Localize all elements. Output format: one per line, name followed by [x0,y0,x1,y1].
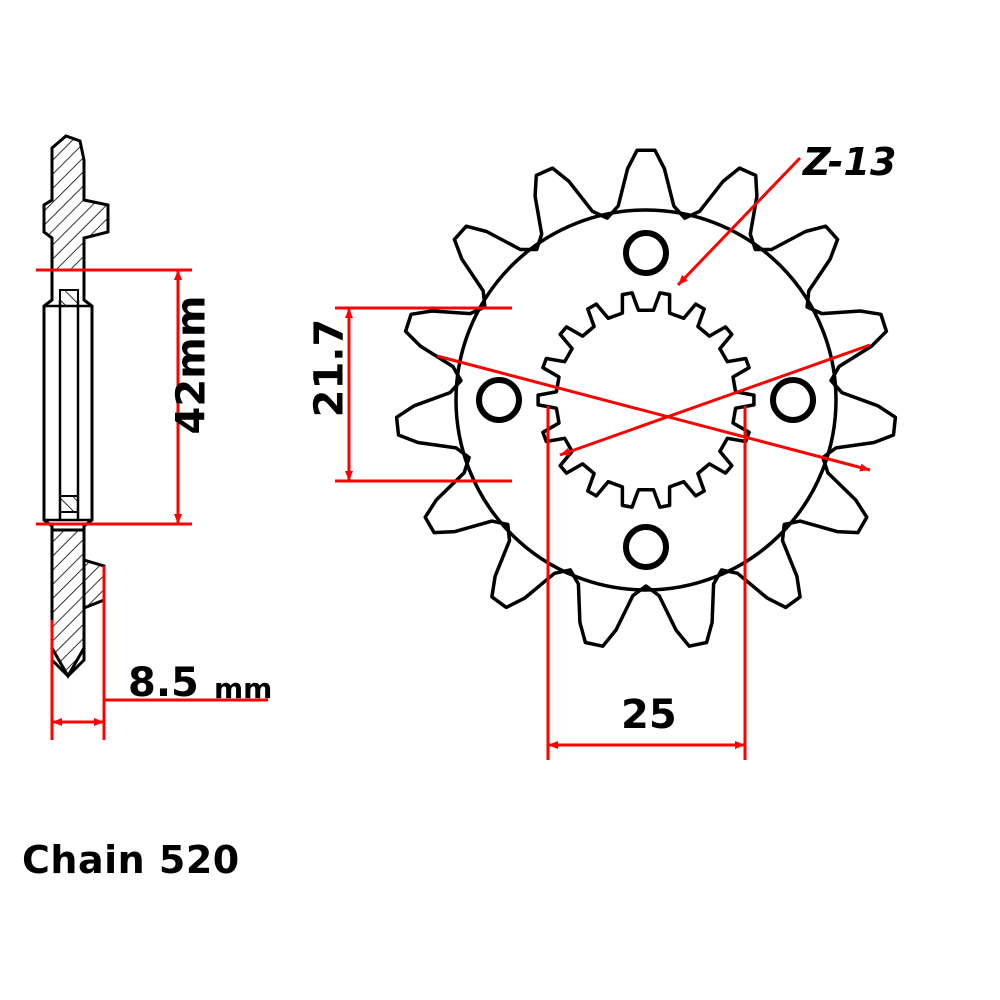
front-sprocket-view [335,148,898,760]
chain-spec-label: Chain 520 [22,838,240,882]
splined-bore [536,291,756,509]
dimension-label-42mm: 42mm [168,295,215,435]
leader-z13 [676,156,802,287]
dimension-label-21-7: 21.7 [306,318,353,418]
leader-diagonal-up [559,343,871,457]
leader-diagonal-down [436,354,871,472]
bore-seat-bottom [59,495,79,513]
bolt-hole-top[interactable] [623,230,669,276]
dimension-label-25: 25 [621,692,677,738]
bolt-hole-left[interactable] [476,377,522,423]
bolt-hole-right[interactable] [770,377,816,423]
part-callout-z13: Z-13 [803,140,897,184]
bolt-circle [454,208,838,592]
dimension-label-8-5-unit: mm [214,672,273,705]
dimension-label-8-5: 8.5 [128,660,199,706]
bolt-hole-bottom[interactable] [623,524,669,570]
bore-seat-top [59,289,79,307]
lower-tooth-section [50,528,106,680]
side-section-view [36,134,268,740]
upper-tooth-section [42,134,110,272]
